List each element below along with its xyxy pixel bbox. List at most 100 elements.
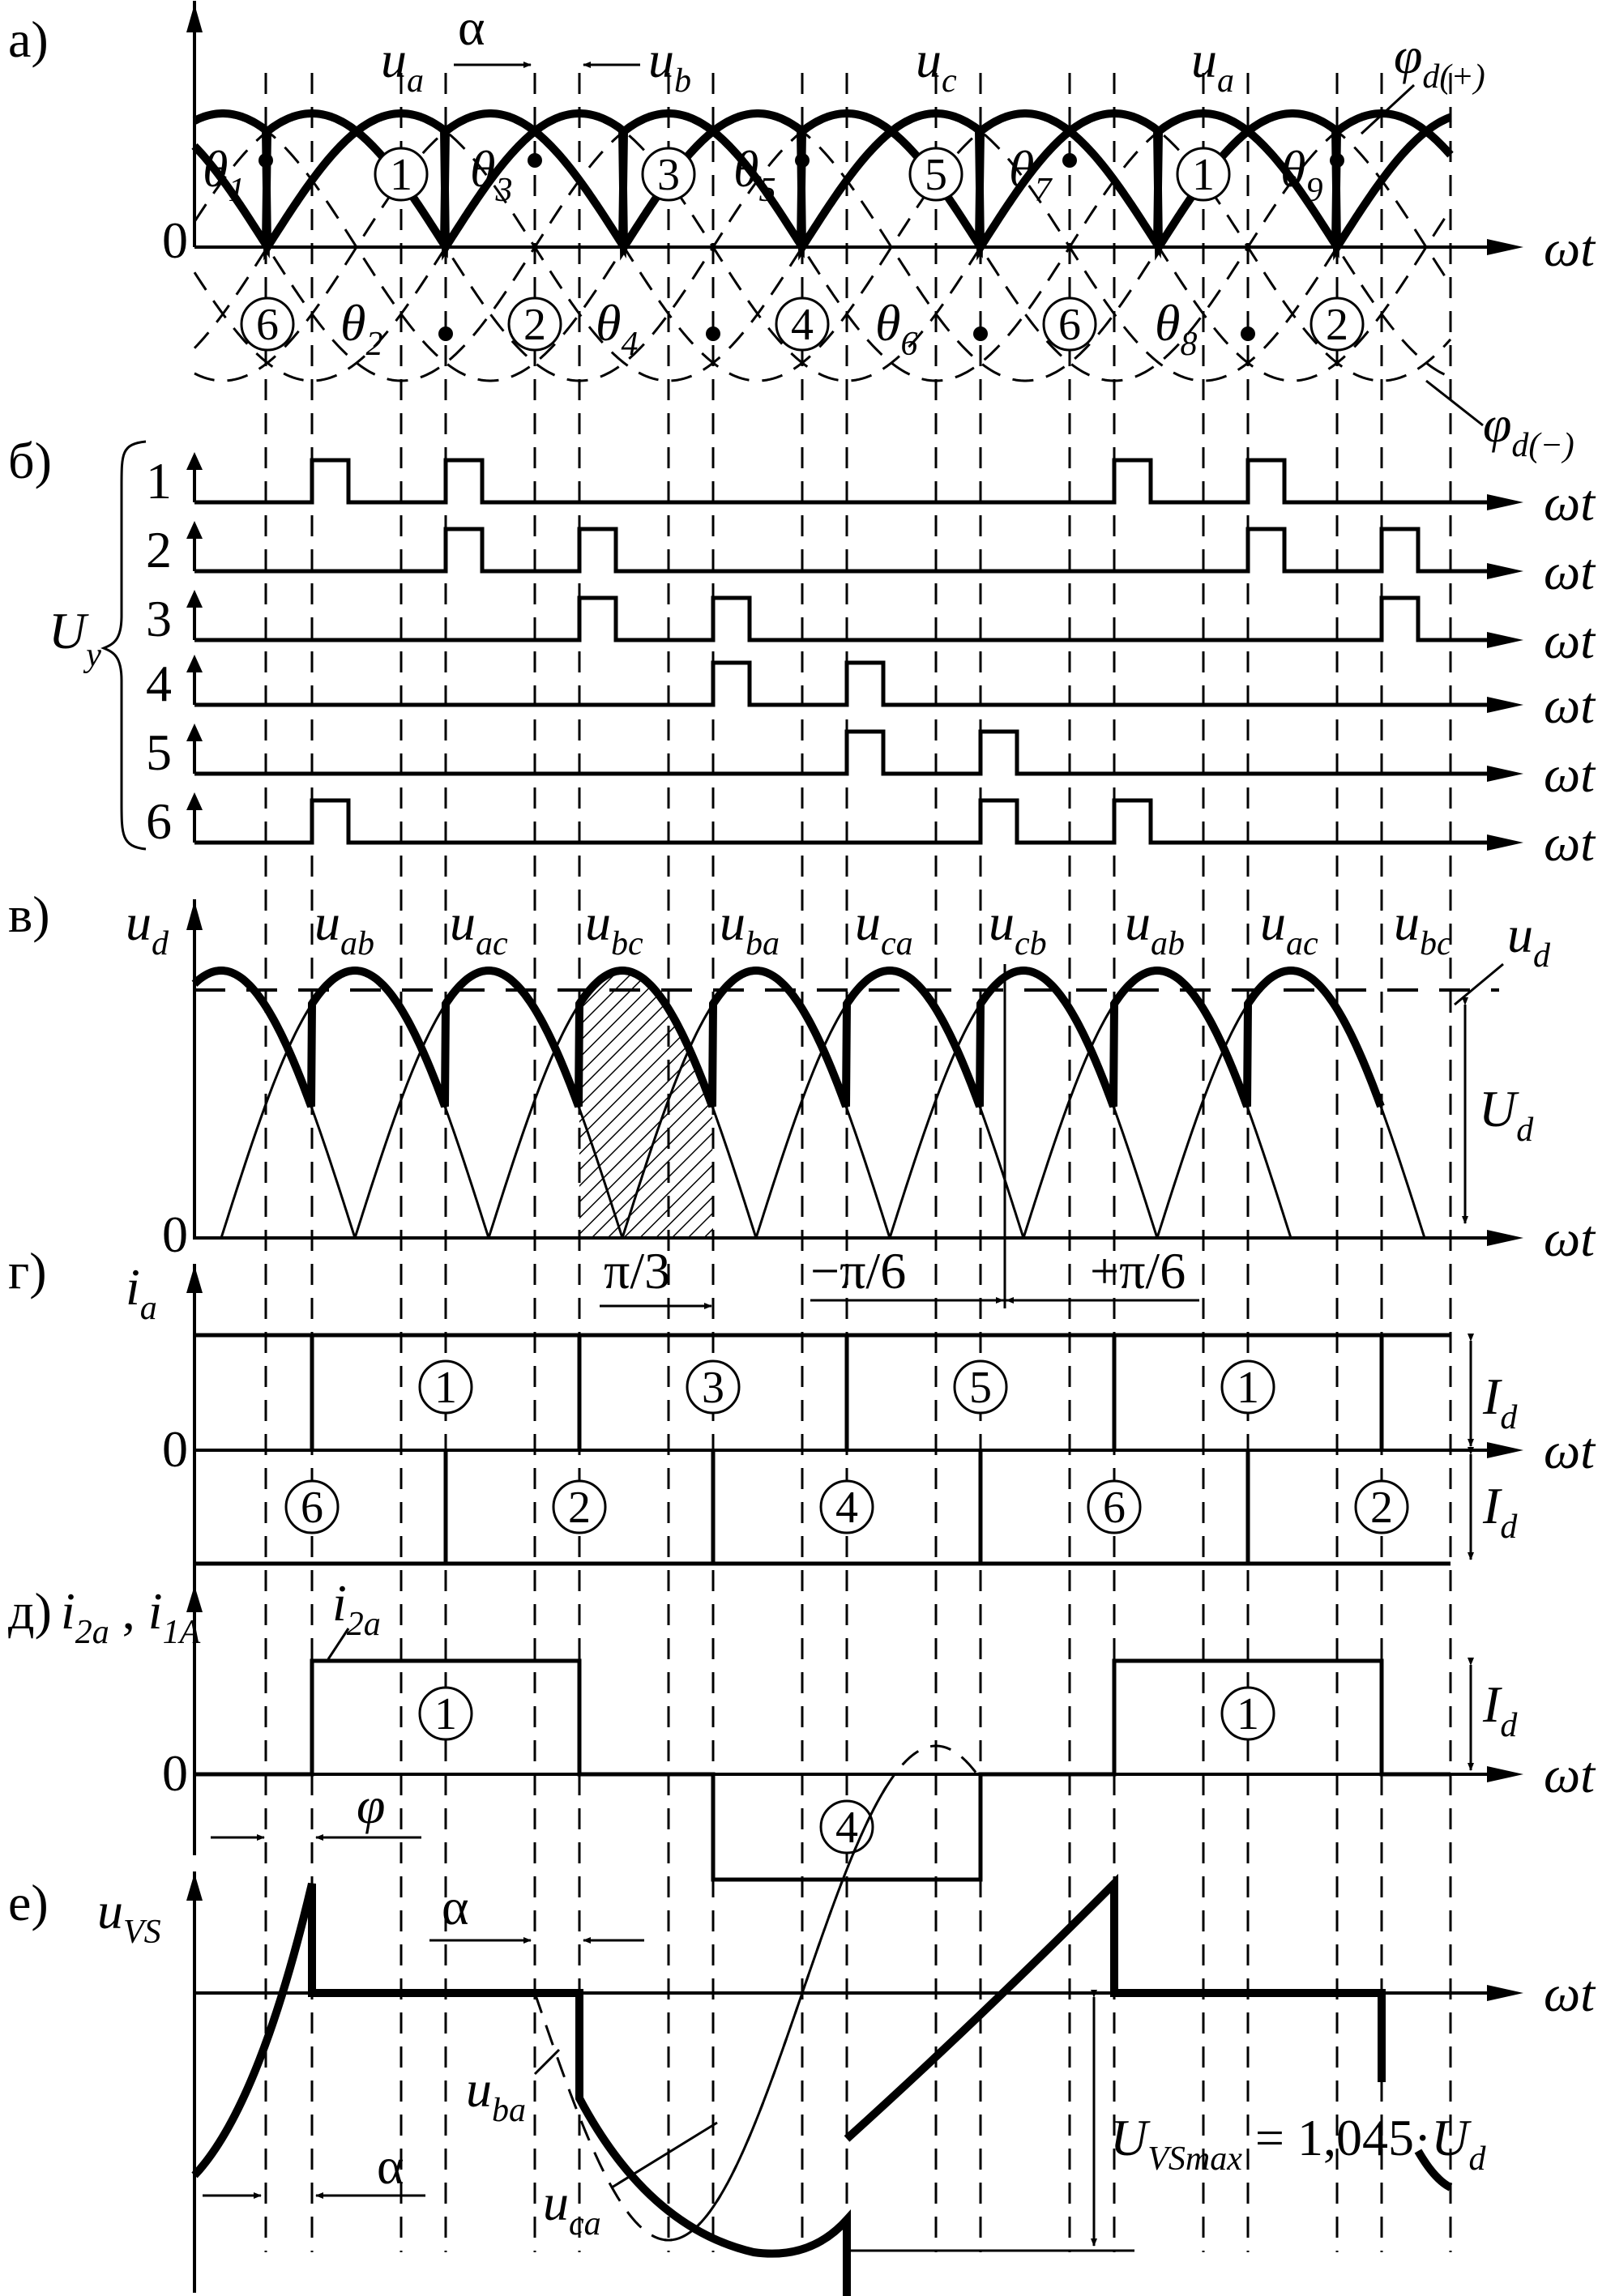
thyristor-bottom-number: 6 (256, 300, 279, 350)
panel-e-letter: е) (8, 1874, 49, 1931)
panel-e-y-arrow (186, 1873, 203, 1901)
uca-leader (611, 2121, 718, 2189)
control-pulse-train (194, 595, 1499, 642)
thyristor-bottom-number: 6 (1058, 300, 1081, 350)
theta-label: θ6 (875, 294, 917, 363)
panel-a-axis-label: ωt (1544, 220, 1596, 277)
ia-thyristor-bottom-number: 6 (301, 1483, 323, 1533)
line-voltage-label: uab (1125, 894, 1185, 962)
theta-label: θ4 (596, 294, 638, 363)
uba-leader (533, 2048, 561, 2076)
channel-axis-label: ωt (1544, 745, 1596, 803)
angle-minus-pi6: −π/6 (810, 1242, 906, 1300)
channel-label: 2 (146, 521, 172, 578)
ia-thyristor-bottom-ring (819, 1479, 874, 1534)
phi-label: φ (357, 1777, 385, 1834)
thyristor-bottom-ring (507, 297, 562, 352)
control-pulse-train (194, 458, 1499, 505)
line-voltage-label: uac (450, 894, 508, 962)
theta-label: θ7 (1009, 140, 1053, 209)
i2a-thyristor-ring (1220, 1686, 1275, 1741)
channel-label: 6 (146, 792, 172, 850)
channel-x-arrow (1487, 697, 1523, 713)
theta-point (1241, 326, 1255, 341)
i2a-thyristor-number: 1 (434, 1689, 457, 1739)
uy-brace (100, 440, 147, 851)
alpha-label-a: α (458, 0, 485, 56)
thyristor-top-ring (374, 147, 429, 202)
line-voltage-label: ubc (1394, 894, 1452, 962)
uvs-waveform-2 (844, 1873, 1386, 2142)
ia-thyristor-bottom-ring (552, 1479, 607, 1534)
alpha-label-e1: α (442, 1878, 469, 1935)
ia-thyristor-top-number: 3 (702, 1363, 724, 1413)
panel-a-y-arrow (186, 4, 203, 32)
line-voltage-label: uca (855, 894, 913, 962)
thyristor-top-number: 1 (390, 150, 412, 200)
theta-point (1062, 153, 1077, 168)
channel-axis-label: ωt (1544, 676, 1596, 734)
panel-g-x-arrow (1487, 1442, 1523, 1458)
panel-g-letter: г) (8, 1242, 47, 1300)
channel-label: 1 (146, 452, 172, 510)
channel-axis-label: ωt (1544, 543, 1596, 600)
control-pulse-train (194, 660, 1499, 707)
label-uc: uc (916, 31, 957, 100)
panel-a-zero: 0 (162, 211, 188, 269)
uca-label: uca (543, 2174, 601, 2243)
label-ua: ua (381, 31, 424, 100)
panel-g-y-arrow (186, 1265, 203, 1293)
uvsmax-formula: UVSmax = 1,045·Ud (1110, 2109, 1486, 2178)
ud-leader (1454, 962, 1504, 1006)
channel-x-arrow (1487, 834, 1523, 851)
ia-thyristor-bottom-number: 2 (1370, 1483, 1393, 1533)
phi-plus-leader (1360, 83, 1416, 135)
panel-d-y-arrow (186, 1585, 203, 1612)
ia-thyristor-bottom-ring (1087, 1479, 1142, 1534)
theta-label: θ5 (733, 140, 775, 209)
theta-label: θ9 (1280, 140, 1322, 209)
panel-g-ylabel: ia (126, 1258, 157, 1327)
ud-envelope (191, 967, 1385, 1108)
thyristor-bottom-ring (240, 297, 295, 352)
ia-thyristor-bottom-number: 4 (835, 1483, 858, 1533)
panel-g-axis-label: ωt (1544, 1422, 1596, 1479)
panel-d-ylabel: i2a , i1A (61, 1582, 201, 1651)
theta-point (438, 326, 453, 341)
panel-d-x-arrow (1487, 1766, 1523, 1782)
Ud-label: Ud (1479, 1080, 1534, 1149)
label-ua-2: ua (1191, 31, 1234, 100)
channel-label: 4 (146, 655, 172, 712)
ia-thyristor-top-ring (686, 1359, 741, 1415)
channel-y-arrow (186, 590, 203, 608)
theta-label: θ1 (203, 140, 245, 209)
channel-y-arrow (186, 521, 203, 539)
theta-label: θ2 (340, 294, 382, 363)
phi-minus-leader (1425, 379, 1484, 427)
alpha-label-e2: α (377, 2137, 404, 2195)
phi-d-minus-envelope (192, 109, 1452, 261)
panel-e-axis-label: ωt (1544, 1965, 1596, 2022)
line-voltage-arch (1156, 969, 1426, 1239)
channel-label: 5 (146, 723, 172, 781)
panel-e-x-arrow (1487, 1985, 1523, 2001)
angle-plus-pi6: +π/6 (1090, 1242, 1186, 1300)
ia-thyristor-top-ring (418, 1359, 473, 1415)
ia-thyristor-top-number: 1 (434, 1363, 457, 1413)
thyristor-top-ring (641, 147, 696, 202)
i2a-leader (327, 1628, 350, 1660)
line-voltage-label: ubc (585, 894, 643, 962)
uba-dashed (533, 1778, 893, 2242)
theta-point (706, 326, 720, 341)
Id-label-top: Id (1482, 1368, 1518, 1436)
uvs-waveform-1 (191, 1882, 851, 2296)
panel-v-axis-label: ωt (1544, 1210, 1596, 1267)
panel-d-letter: д) (8, 1582, 52, 1640)
line-voltage-label: uba (720, 894, 780, 962)
